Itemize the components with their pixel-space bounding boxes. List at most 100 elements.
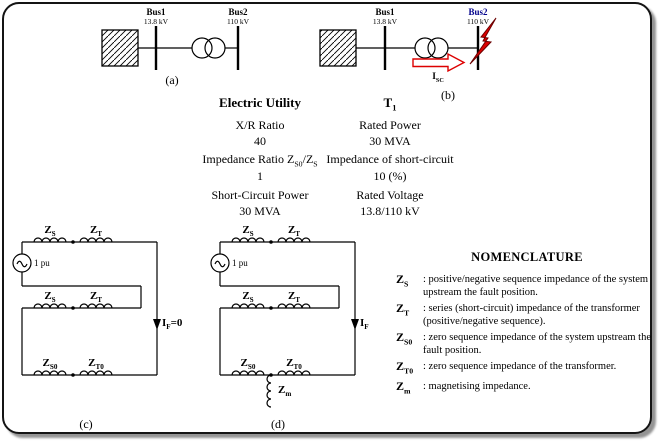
nomenclature-panel: NOMENCLATURE ZS : positive/negative sequ… xyxy=(396,250,658,401)
junction-dot xyxy=(269,373,273,377)
utility-xr-ratio-label: X/R Ratio xyxy=(235,118,285,132)
bus1-label: Bus1 xyxy=(375,7,395,17)
transformer-sc-impedance-value: 10 (%) xyxy=(373,169,407,183)
fault-current-label: IF xyxy=(360,317,369,332)
junction-dot xyxy=(71,373,75,377)
bus1-voltage: 13.8 kV xyxy=(372,17,398,26)
utility-sc-power-label: Short-Circuit Power xyxy=(211,188,309,202)
inductor-zt-pos xyxy=(277,237,311,243)
zt0-label: ZT0 xyxy=(88,357,104,372)
zt-label: ZT xyxy=(89,290,103,305)
bus2-voltage: 110 kV xyxy=(466,17,489,26)
zs0-label: ZS0 xyxy=(42,357,58,372)
utility-xr-ratio-value: 40 xyxy=(254,134,266,148)
zt-label: ZT xyxy=(287,224,301,239)
transformer-winding-icon xyxy=(204,37,226,59)
symbol-zt0: ZT0 xyxy=(396,359,414,376)
figure-border xyxy=(2,2,652,434)
circuit-c-graphic xyxy=(12,237,161,377)
transformer-rated-voltage-value: 13.8/110 kV xyxy=(360,204,420,218)
zt0-label: ZT0 xyxy=(286,357,302,372)
symbol-zs0: ZS0 xyxy=(396,330,413,347)
utility-source-box xyxy=(101,29,139,67)
inductor-zs-pos xyxy=(231,237,265,243)
inductor-zs0 xyxy=(231,370,265,376)
source-value-label: 1 pu xyxy=(232,258,248,268)
inductor-zt0 xyxy=(277,370,311,376)
fault-lightning-icon xyxy=(469,17,497,65)
transformer-sc-impedance-label: Impedance of short-circuit xyxy=(326,152,454,166)
transformer-winding-icon xyxy=(427,37,449,59)
symbol-zt0-description: : zero sequence impedance of the transfo… xyxy=(423,361,617,372)
nomenclature-entry: ZT : series (short-circuit) impedance of… xyxy=(396,302,658,328)
caption-c: (c) xyxy=(79,417,93,431)
single-line-diagram-a: Bus1 13.8 kV Bus2 110 kV (a) xyxy=(90,6,265,94)
bus1-voltage: 13.8 kV xyxy=(143,17,169,26)
symbol-zs-description: : positive/negative sequence impedance o… xyxy=(423,274,649,298)
current-arrowhead-icon xyxy=(153,319,161,330)
source-value-label: 1 pu xyxy=(34,258,50,268)
inductor-zs-pos xyxy=(33,237,67,243)
zm-label: Zm xyxy=(278,384,292,399)
zt-label: ZT xyxy=(287,290,301,305)
circuit-d-graphic xyxy=(210,237,359,408)
diagram-b-graphic xyxy=(319,17,497,73)
symbol-zt-description: : series (short-circuit) impedance of th… xyxy=(423,303,640,327)
junction-dot xyxy=(71,240,75,244)
diagram-a-graphic xyxy=(101,26,240,70)
transformer-rated-voltage-label: Rated Voltage xyxy=(356,188,424,202)
transformer-rated-power-label: Rated Power xyxy=(359,118,421,132)
symbol-zt: ZT xyxy=(396,301,410,318)
sequence-network-d: ZS ZT 1 pu ZS ZT ZS0 ZT0 Zm IF (d) xyxy=(206,224,398,436)
inductor-zs-neg xyxy=(231,303,265,309)
caption-b: (b) xyxy=(441,88,455,102)
inductor-zt-pos xyxy=(79,237,113,243)
nomenclature-entry: ZS0 : zero sequence impedance of the sys… xyxy=(396,331,658,357)
junction-dot xyxy=(269,240,273,244)
inductor-zt-neg xyxy=(79,303,113,309)
inductor-zt-neg xyxy=(277,303,311,309)
utility-impedance-ratio-label: Impedance Ratio ZS0/ZS xyxy=(202,152,318,169)
junction-dot xyxy=(269,306,273,310)
utility-impedance-ratio-value: 1 xyxy=(257,169,263,183)
symbol-zs: ZS xyxy=(396,272,409,289)
inductor-zs-neg xyxy=(33,303,67,309)
sequence-network-c: ZS ZT 1 pu ZS ZT ZS0 ZT0 IF=0 (c) xyxy=(8,224,200,436)
nomenclature-title: NOMENCLATURE xyxy=(471,250,583,264)
nomenclature-entry: ZS : positive/negative sequence impedanc… xyxy=(396,273,658,299)
nomenclature-entry: ZT0 : zero sequence impedance of the tra… xyxy=(396,360,658,377)
symbol-zm: Zm xyxy=(396,379,411,396)
utility-column-header: Electric Utility xyxy=(219,95,301,110)
inductor-zm xyxy=(266,374,272,408)
bus2-label: Bus2 xyxy=(228,7,248,17)
junction-dot xyxy=(71,306,75,310)
transformer-winding-icon xyxy=(191,37,213,59)
bus2-voltage: 110 kV xyxy=(226,17,249,26)
symbol-zs0-description: : zero sequence impedance of the system … xyxy=(423,332,651,356)
utility-sc-power-value: 30 MVA xyxy=(239,204,281,218)
transformer-winding-icon xyxy=(414,37,436,59)
inductor-zt0 xyxy=(79,370,113,376)
fault-current-zero-label: IF=0 xyxy=(162,317,183,332)
single-line-diagram-b: Bus1 13.8 kV Bus2 110 kV ISC (b) xyxy=(310,6,510,106)
zs-label: ZS xyxy=(242,290,254,305)
zs-label: ZS xyxy=(44,224,56,239)
transformer-rated-power-value: 30 MVA xyxy=(369,134,411,148)
bus2-label: Bus2 xyxy=(468,7,488,17)
inductor-zs0 xyxy=(33,370,67,376)
sine-icon xyxy=(214,260,226,268)
utility-source-box xyxy=(319,29,357,67)
nomenclature-entry: Zm : magnetising impedance. xyxy=(396,380,658,397)
bus1-label: Bus1 xyxy=(146,7,166,17)
isc-current-label: ISC xyxy=(432,72,444,84)
symbol-zm-description: : magnetising impedance. xyxy=(423,381,531,393)
sine-icon xyxy=(16,260,28,268)
transformer-column-header: T1 xyxy=(383,95,397,113)
current-arrowhead-icon xyxy=(351,319,359,330)
zs-label: ZS xyxy=(242,224,254,239)
zt-label: ZT xyxy=(89,224,103,239)
caption-d: (d) xyxy=(271,417,285,431)
short-circuit-arrow-icon xyxy=(412,52,466,73)
zs0-label: ZS0 xyxy=(240,357,256,372)
